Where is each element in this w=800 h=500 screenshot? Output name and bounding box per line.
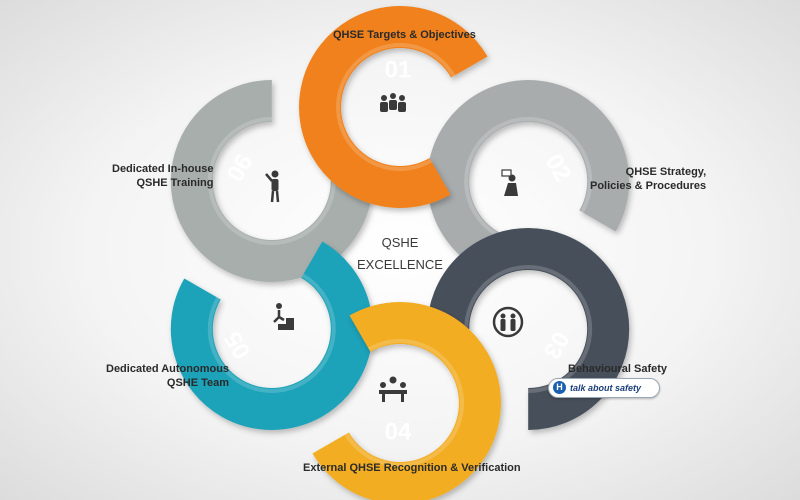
center-title: QSHE EXCELLENCE	[357, 235, 443, 272]
ring-segment-02	[427, 80, 630, 269]
ring-highlight-05	[207, 273, 336, 393]
meeting-table-icon	[379, 376, 407, 402]
segment-number-06: 06	[222, 150, 259, 187]
ring-segment-04	[312, 302, 501, 500]
segment-number-05: 05	[220, 327, 257, 364]
label-segment-02: QHSE Strategy, Policies & Procedures	[590, 166, 707, 192]
segment-number-03: 03	[538, 327, 575, 364]
person-pointing-icon	[265, 170, 280, 203]
segment-number-04: 04	[385, 419, 412, 446]
ring-highlight-02	[464, 117, 593, 237]
group-of-people-icon	[380, 93, 406, 112]
label-segment-03: Behavioural Safety	[568, 363, 668, 375]
segment-number-01: 01	[385, 57, 412, 84]
label-segment-06: Dedicated In-house QSHE Training	[112, 163, 214, 189]
label-segment-01: QHSE Targets & Objectives	[333, 29, 476, 41]
ring-highlight-04	[344, 339, 464, 467]
person-reading-document-icon	[501, 169, 518, 196]
label-segment-04: External QHSE Recognition & Verification	[303, 462, 521, 474]
ring-segment-01	[299, 6, 488, 208]
ring-highlight-06	[207, 117, 336, 245]
segment-number-02: 02	[540, 150, 577, 187]
person-climbing-stairs-icon	[270, 303, 294, 330]
label-segment-05: Dedicated Autonomous QSHE Team	[106, 363, 230, 389]
badge-text: talk about safety	[570, 383, 642, 393]
ring-highlight-03	[464, 265, 593, 393]
ring-segment-06	[170, 80, 373, 282]
h-circle-icon: H	[553, 381, 566, 394]
two-people-circle-icon	[492, 306, 524, 338]
ring-segment-05	[170, 241, 373, 430]
ring-highlight-01	[336, 43, 456, 171]
